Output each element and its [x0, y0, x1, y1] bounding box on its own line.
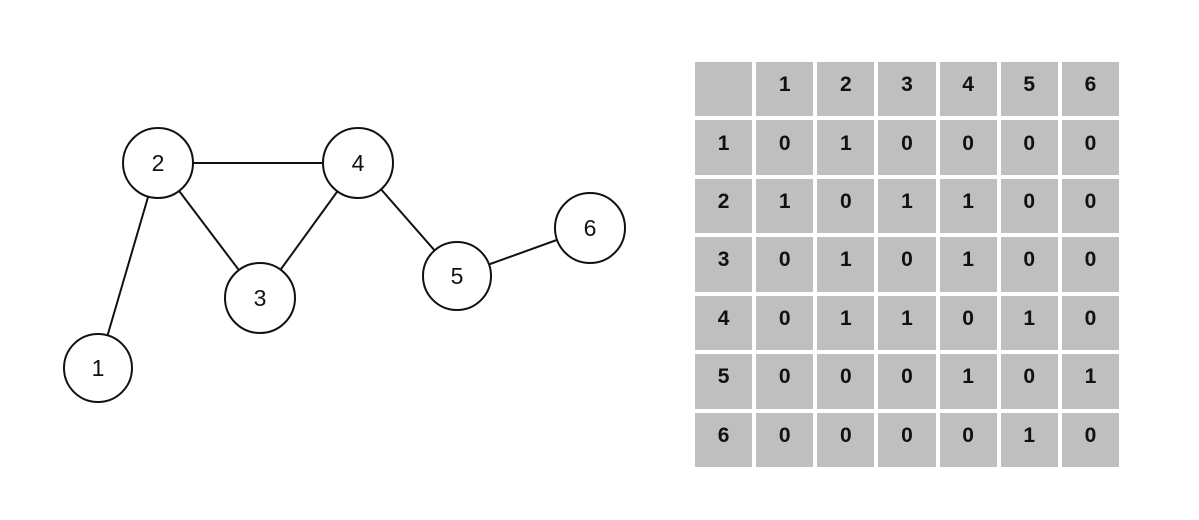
matrix-col-header: 1 — [756, 62, 814, 117]
matrix-cell: 0 — [817, 412, 875, 467]
graph-node-label: 2 — [152, 150, 165, 176]
matrix-cell: 0 — [756, 412, 814, 467]
matrix-cell: 0 — [1000, 120, 1058, 175]
matrix-cell: 0 — [1061, 237, 1119, 292]
matrix-cell: 1 — [1000, 412, 1058, 467]
matrix-cell: 1 — [817, 295, 875, 351]
matrix-cell: 0 — [817, 354, 875, 409]
graph-node-label: 1 — [92, 355, 105, 381]
matrix-cell: 0 — [878, 354, 936, 409]
matrix-cell: 1 — [878, 178, 936, 234]
graph-node-circle — [322, 127, 394, 199]
matrix-cell: 1 — [939, 237, 997, 292]
matrix-cell: 1 — [1000, 295, 1058, 351]
matrix-cell: 1 — [878, 295, 936, 351]
graph-node-circle — [224, 262, 296, 334]
matrix-cell: 0 — [817, 178, 875, 234]
matrix-cell: 1 — [817, 237, 875, 292]
graph-node-circle — [63, 333, 133, 403]
matrix-cell: 1 — [1061, 354, 1119, 409]
matrix-cell: 0 — [939, 120, 997, 175]
matrix-cell: 0 — [756, 237, 814, 292]
matrix-cell: 0 — [1000, 178, 1058, 234]
matrix-cell: 0 — [1000, 354, 1058, 409]
graph-node-circle — [122, 127, 194, 199]
matrix-row-header: 4 — [695, 295, 753, 351]
graph-diagram: 1 2 3 4 5 6 — [63, 127, 626, 403]
matrix-cell: 0 — [939, 412, 997, 467]
graph-node-label: 3 — [254, 285, 267, 311]
matrix-cell: 0 — [878, 237, 936, 292]
matrix-cell: 1 — [939, 178, 997, 234]
graph-node-label: 5 — [451, 263, 464, 289]
graph-node-label: 4 — [352, 150, 365, 176]
matrix-col-header: 2 — [817, 62, 875, 117]
matrix-col-header: 4 — [939, 62, 997, 117]
matrix-cell: 0 — [1061, 120, 1119, 175]
matrix-row-header: 3 — [695, 237, 753, 292]
matrix-col-header: 5 — [1000, 62, 1058, 117]
matrix-cell: 0 — [1061, 178, 1119, 234]
matrix-row-header: 6 — [695, 412, 753, 467]
graph-node-circle — [554, 192, 626, 264]
matrix-cell: 0 — [756, 120, 814, 175]
matrix-cell: 0 — [878, 120, 936, 175]
matrix-cell: 0 — [1061, 412, 1119, 467]
matrix-cell: 0 — [756, 295, 814, 351]
matrix-row-header: 5 — [695, 354, 753, 409]
graph-node-label: 6 — [584, 215, 597, 241]
matrix-corner-cell — [695, 62, 753, 117]
matrix-cell: 1 — [756, 178, 814, 234]
matrix-cell: 1 — [939, 354, 997, 409]
matrix-cell: 0 — [756, 354, 814, 409]
matrix-cell: 1 — [817, 120, 875, 175]
matrix-col-header: 6 — [1061, 62, 1119, 117]
matrix-row-header: 1 — [695, 120, 753, 175]
matrix-col-header: 3 — [878, 62, 936, 117]
matrix-cell: 0 — [939, 295, 997, 351]
matrix-cell: 0 — [1061, 295, 1119, 351]
graph-node-circle — [422, 241, 492, 311]
matrix-cell: 0 — [878, 412, 936, 467]
matrix-row-header: 2 — [695, 178, 753, 234]
matrix-cell: 0 — [1000, 237, 1058, 292]
